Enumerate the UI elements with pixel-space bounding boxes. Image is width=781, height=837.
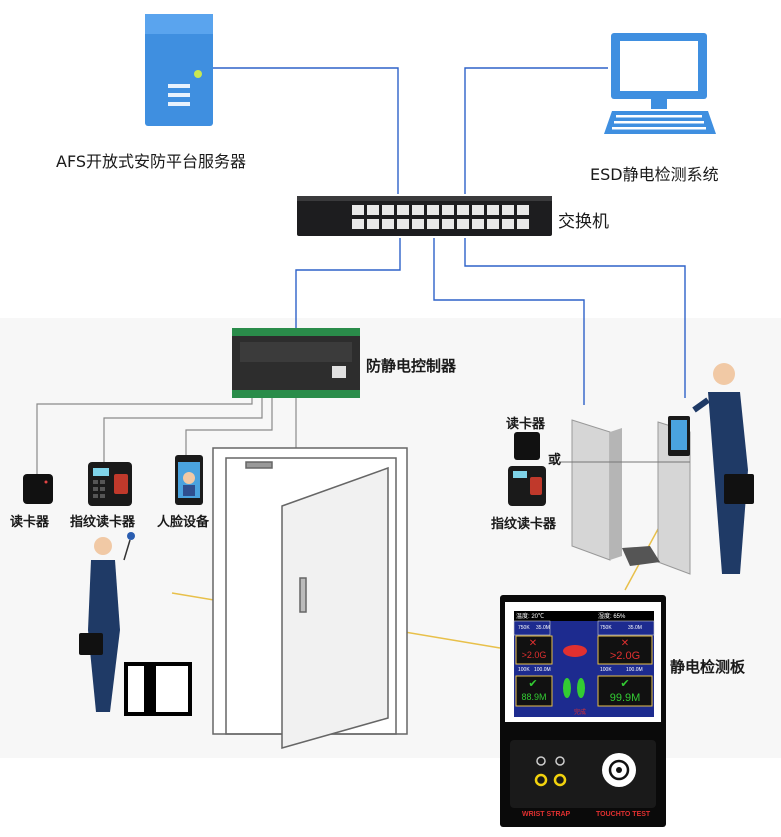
esd-switch-link: [464, 67, 608, 194]
computer-icon: [604, 33, 716, 134]
cell-c-hdr-r: 100.0M: [534, 667, 551, 673]
cell-d-hdr-r: 100.0M: [626, 667, 643, 673]
switch-port: [382, 219, 394, 229]
or-label: 或: [548, 453, 562, 468]
cell-b: [597, 635, 653, 665]
switch-port: [352, 219, 364, 229]
cell-c-value: 88.9M: [521, 692, 547, 702]
switch-port: [472, 219, 484, 229]
panel-temperature: 温度: 20℃: [516, 614, 545, 620]
cell-a-hdr-l: 750K: [518, 625, 530, 631]
svg-text:✔: ✔: [620, 677, 629, 690]
card-reader-right: [514, 432, 540, 460]
controller-fingerprint-link: [103, 398, 263, 462]
cell-d: [597, 675, 653, 707]
fingerprint-reader-left: [88, 462, 132, 506]
switch-port: [427, 219, 439, 229]
svg-text:✔: ✔: [528, 677, 537, 690]
door-illustration: [212, 447, 408, 749]
server-label: AFS开放式安防平台服务器: [56, 152, 247, 171]
face-device-label: 人脸设备: [157, 515, 210, 530]
touch-to-test-label: TOUCHTO TEST: [596, 811, 651, 818]
person-left: [79, 532, 135, 712]
person-right: [692, 363, 754, 574]
switch-face-gate-link: [464, 238, 686, 398]
cell-d-value: 99.9M: [609, 692, 641, 704]
cell-a-value: >2.0G: [521, 650, 547, 660]
esd-system-label: ESD静电检测系统: [590, 165, 719, 184]
cell-c-hdr-l: 100K: [518, 667, 530, 673]
switch-port: [442, 205, 454, 215]
cell-c: [515, 675, 553, 707]
fingerprint-reader-right: [508, 466, 546, 506]
switch-port: [442, 219, 454, 229]
switch-port: [457, 219, 469, 229]
fingerprint-reader-right-label: 指纹读卡器: [491, 517, 557, 532]
controller-label: 防静电控制器: [366, 357, 457, 375]
switch-port: [367, 205, 379, 215]
switch-port: [517, 219, 529, 229]
switch-label: 交换机: [558, 212, 609, 232]
switch-port: [517, 205, 529, 215]
switch-port: [502, 205, 514, 215]
face-device: [175, 455, 203, 505]
network-connections: [212, 67, 686, 405]
cell-a: [515, 635, 553, 665]
card-reader-left-label: 读卡器: [10, 515, 50, 530]
svg-text:✕: ✕: [529, 638, 537, 649]
panel-humidity: 湿度: 65%: [598, 614, 626, 620]
controller-device: [232, 328, 360, 398]
switch-port: [412, 205, 424, 215]
turnstile-gates: [560, 416, 691, 575]
panel-footer: 完成: [574, 709, 587, 716]
server-icon: [145, 14, 213, 126]
esd-panel: ✕ ✕ ✔ ✔: [500, 595, 666, 827]
cell-b-hdr-r: 35.0M: [628, 625, 642, 631]
switch-port: [382, 205, 394, 215]
fingerprint-reader-left-label: 指纹读卡器: [70, 515, 136, 530]
switch-gate-link: [433, 238, 585, 405]
switch-port: [487, 205, 499, 215]
switch-port: [397, 219, 409, 229]
cell-b-hdr-l: 750K: [600, 625, 612, 631]
switch-port: [472, 205, 484, 215]
switch-device: [297, 196, 552, 236]
switch-port: [367, 219, 379, 229]
server-switch-link: [212, 67, 399, 194]
switch-port: [397, 205, 409, 215]
cell-d-hdr-l: 100K: [600, 667, 612, 673]
cell-a-hdr-r: 35.0M: [536, 625, 550, 631]
switch-port: [352, 205, 364, 215]
wrist-strap-label: WRIST STRAP: [522, 811, 571, 818]
switch-port: [502, 219, 514, 229]
card-reader-left: [23, 474, 53, 504]
cell-b-value: >2.0G: [609, 650, 641, 662]
card-reader-right-label: 读卡器: [506, 417, 546, 432]
svg-text:✕: ✕: [621, 638, 629, 649]
switch-port: [487, 219, 499, 229]
device-connections: [36, 398, 297, 475]
controller-reader-link: [36, 398, 253, 475]
foot-plate-left: [124, 662, 192, 716]
switch-port: [412, 219, 424, 229]
switch-port: [457, 205, 469, 215]
esd-panel-label: 静电检测板: [670, 658, 746, 676]
switch-port: [427, 205, 439, 215]
switch-controller-link: [295, 238, 401, 328]
controller-face-link: [185, 398, 273, 455]
